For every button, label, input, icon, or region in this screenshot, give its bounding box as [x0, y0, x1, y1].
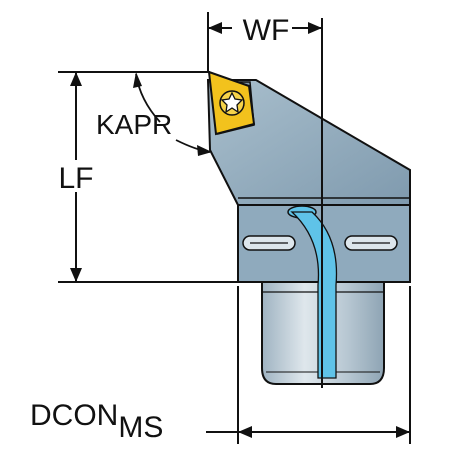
kapr-dimension: [133, 72, 212, 156]
wf-label: WF: [243, 14, 290, 47]
clamping-slot-right: [344, 235, 398, 251]
wf-dimension: [207, 12, 322, 72]
kapr-label: KAPR: [96, 109, 172, 140]
coolant-channel: [290, 211, 338, 379]
dcon-label-sub: MS: [118, 411, 163, 444]
lf-dimension: [52, 71, 238, 283]
dcon-label: DCONMS: [30, 399, 163, 444]
torx-screw-icon: [219, 90, 245, 116]
clamping-slot-left: [242, 235, 296, 251]
dcon-dimension: [206, 286, 411, 444]
dcon-label-main: DCON: [30, 399, 118, 432]
lf-label: LF: [58, 162, 93, 195]
